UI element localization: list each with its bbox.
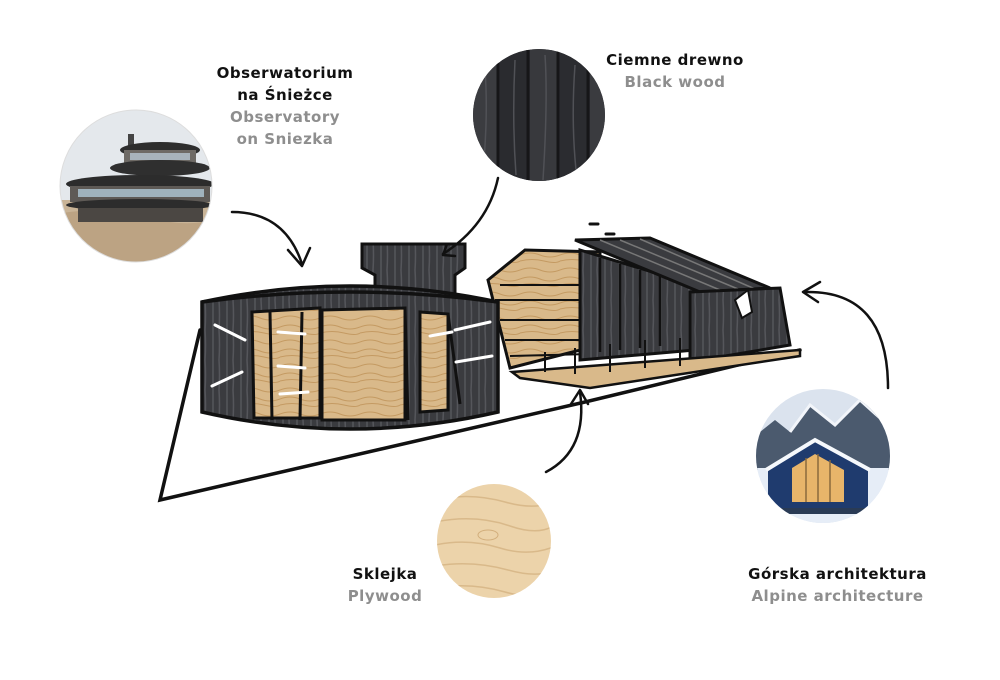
black-wood-photo [473,49,605,181]
label-plywood-en: Plywood [347,587,423,605]
label-observatory-en-line2: on Sniezka [236,130,334,148]
arrow-alpine [803,290,890,390]
arrowhead-plywood [569,388,590,406]
label-alpine-pl: Górska architektura [748,565,927,583]
label-observatory-en-line1: Observatory [229,108,341,126]
label-alpine-en: Alpine architecture [751,587,924,605]
arrowhead-observatory [286,246,312,268]
label-black-wood-en: Black wood [624,73,726,91]
arrow-black-wood [441,176,500,256]
label-observatory: Obserwatorium na Śnieżce Observatory on … [195,62,375,150]
cylinder-section [200,284,500,431]
label-observatory-pl-line2: na Śnieżce [237,86,333,104]
building-sketch [157,222,802,503]
label-plywood-pl: Sklejka [352,565,418,583]
label-black-wood-pl: Ciemne drewno [606,51,744,69]
arrowhead-black-wood [441,242,457,258]
label-alpine: Górska architektura Alpine architecture [720,563,955,607]
label-black-wood: Ciemne drewno Black wood [590,49,760,93]
arrow-plywood [544,390,583,474]
label-observatory-pl-line1: Obserwatorium [216,64,354,82]
arrow-observatory [230,210,304,266]
arrows [230,176,890,474]
label-plywood: Sklejka Plywood [340,563,430,607]
cabin-section [486,222,802,390]
observatory-photo [59,109,213,263]
arrowhead-alpine [801,280,822,304]
alpine-architecture-photo [756,389,890,523]
plywood-photo [437,484,551,598]
